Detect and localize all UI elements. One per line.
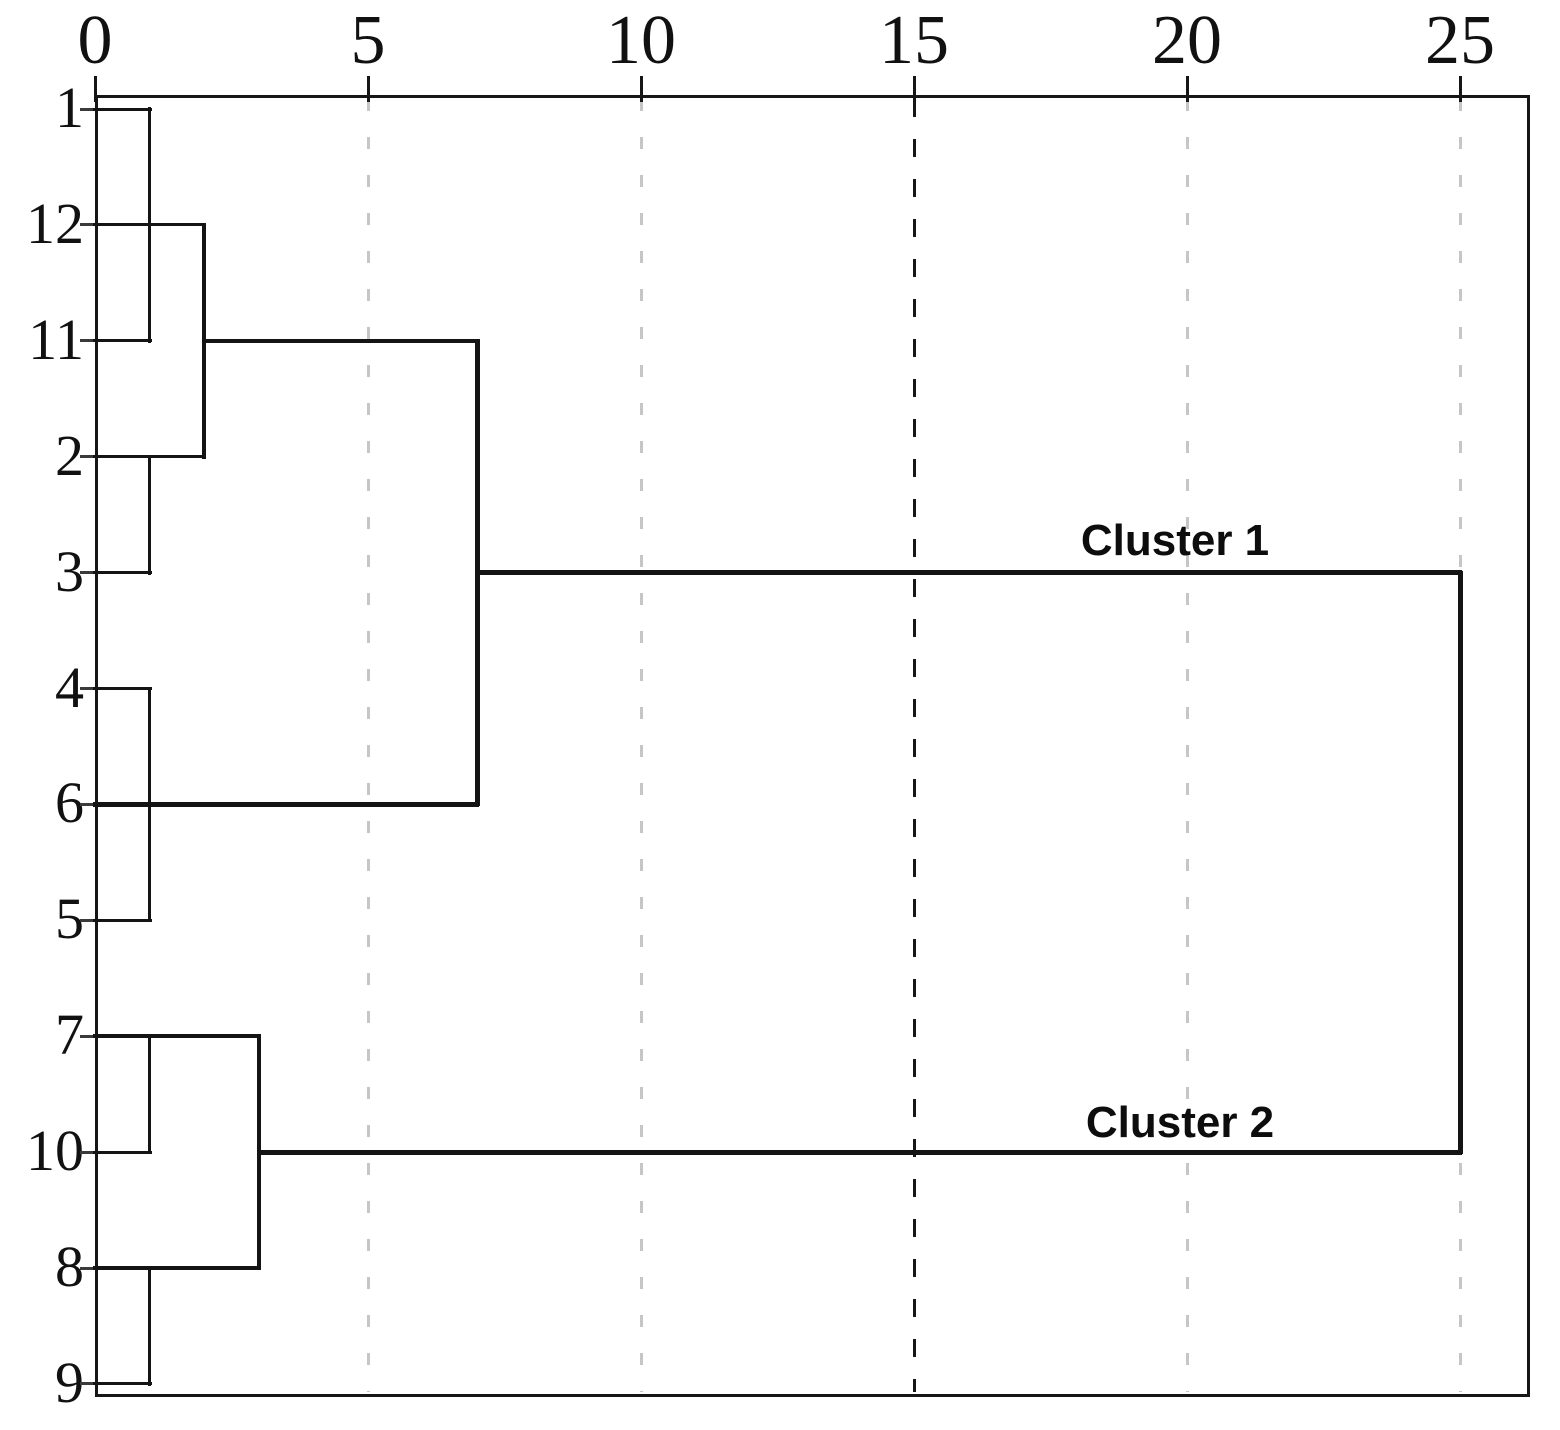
h-segment-link-top-subtree [202,338,480,343]
leaf-tick-1 [80,107,95,111]
h-segment-leaf-11-line [93,339,152,343]
leaf-tick-9 [80,1382,95,1386]
axis-tick-label-5: 5 [350,2,386,79]
leaf-label-7: 7 [55,1002,84,1068]
v-segment-merge-cluster2 [256,1034,261,1271]
leaf-label-6: 6 [55,770,84,836]
h-segment-leaf-6-line [93,801,480,807]
leaf-tick-11 [80,339,95,343]
leaf-label-4: 4 [55,654,84,720]
axis-tick-15 [912,76,916,102]
axis-tick-label-20: 20 [1152,2,1222,79]
axis-tick-0 [93,76,97,102]
leaf-tick-2 [80,455,95,459]
axis-tick-label-25: 25 [1425,2,1495,79]
leaf-tick-8 [80,1266,95,1270]
leaf-label-10: 10 [26,1118,84,1184]
plot-border [95,95,1530,1397]
cluster-1-label: Cluster 1 [1080,516,1270,565]
h-segment-leaf-5-line [93,918,152,922]
h-segment-leaf-4-line [93,687,152,691]
leaf-label-1: 1 [55,75,84,140]
v-segment-merge-cluster1 [474,338,480,807]
h-segment-leaf-3-line [93,571,152,575]
leaf-tick-12 [80,223,95,227]
h-segment-leaf-7-line [93,1034,261,1039]
v-segment-merge-2-3 [148,454,152,575]
h-segment-leaf-1-line [93,107,152,111]
leaf-label-8: 8 [55,1234,84,1300]
axis-tick-10 [639,76,643,102]
axis-tick-20 [1185,76,1189,102]
leaf-label-3: 3 [55,538,84,604]
h-segment-leaf-9-line [93,1382,152,1386]
axis-tick-5 [366,76,370,102]
h-segment-leaf-10-line [93,1150,152,1154]
leaf-label-9: 9 [55,1349,84,1415]
gridline-10 [639,99,643,1392]
axis-tick-25 [1458,76,1462,102]
cluster-2-label: Cluster 2 [1085,1098,1275,1147]
v-segment-merge-8-9 [148,1266,152,1386]
leaf-tick-6 [80,802,95,806]
v-segment-root-link [1457,570,1463,1155]
leaf-tick-3 [80,571,95,575]
h-segment-cluster-2-link [256,1149,1462,1155]
leaf-label-12: 12 [26,190,84,256]
leaf-label-2: 2 [55,422,84,488]
v-segment-merge-7-10 [148,1034,152,1155]
h-segment-cluster-1-link [475,570,1462,576]
axis-tick-label-10: 10 [606,2,676,79]
leaf-tick-4 [80,687,95,691]
gridline-5 [366,99,370,1392]
v-segment-merge-12-2 [202,222,207,459]
gridline-20 [1185,99,1189,1392]
leaf-tick-10 [80,1150,95,1154]
v-segment-merge-4-6-5 [148,686,152,923]
leaf-tick-5 [80,918,95,922]
leaf-tick-7 [80,1034,95,1038]
v-segment-merge-1-12-11 [148,107,152,343]
leaf-label-11: 11 [28,306,84,372]
axis-tick-label-15: 15 [879,2,949,79]
h-segment-leaf-8-line [93,1266,261,1271]
leaf-label-5: 5 [55,886,84,952]
axis-tick-label-0: 0 [77,2,113,79]
threshold-line-15 [912,99,916,1392]
